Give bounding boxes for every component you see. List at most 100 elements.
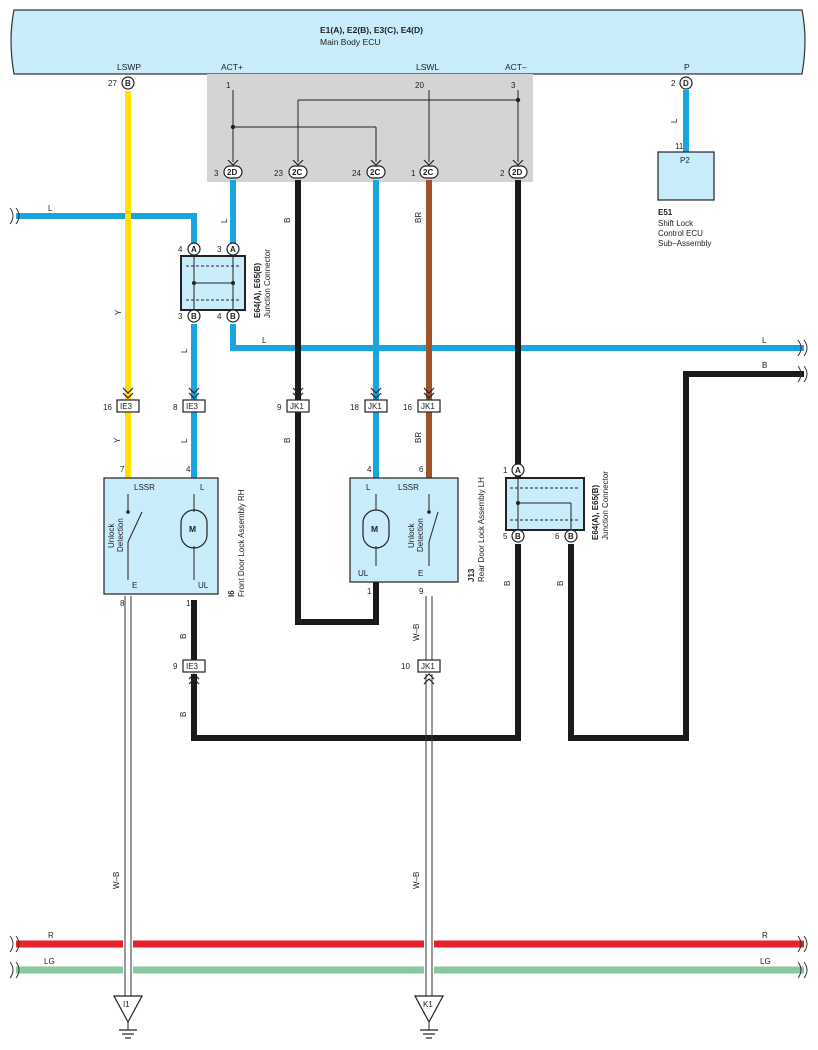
svg-text:23: 23 [274,169,283,178]
svg-text:JK1: JK1 [290,402,304,411]
svg-text:B: B [568,532,574,541]
svg-text:JK1: JK1 [421,662,435,671]
inline-connector-jk1-9: 9 JK1 [277,387,310,413]
terminal-lswl: LSWL [416,62,439,72]
svg-text:W–B: W–B [412,872,421,889]
svg-text:IE3: IE3 [186,662,199,671]
wire-b-right [683,371,804,612]
svg-text:M: M [371,524,378,534]
shift-lock-ecu: 11 P2 E51 Shift Lock Control ECU Sub–Ass… [657,142,715,248]
svg-text:11: 11 [675,142,684,151]
svg-text:D: D [683,79,689,88]
svg-text:UL: UL [358,569,369,578]
inline-connector-ie3-16: 16 IE3 [103,387,140,413]
svg-text:1: 1 [367,587,372,596]
svg-text:R: R [762,931,768,940]
svg-text:P2: P2 [680,156,690,165]
svg-text:4: 4 [367,465,372,474]
svg-text:1: 1 [411,169,416,178]
svg-text:E: E [418,569,423,578]
svg-text:L: L [262,336,267,345]
svg-text:BR: BR [414,432,423,443]
pin-lswl: 20 [415,81,424,90]
svg-text:3: 3 [217,245,222,254]
svg-text:1: 1 [186,599,191,608]
svg-text:4: 4 [178,245,183,254]
pin-act-plus: 1 [226,81,231,90]
svg-text:8: 8 [173,403,178,412]
front-lock-switch-icon [127,494,195,580]
svg-text:BR: BR [414,212,423,223]
svg-text:A: A [191,245,197,254]
rear-door-lock-assembly: 4 6 1 9 L LSSR UL E Unlock Detection M J… [349,465,486,596]
svg-text:IE3: IE3 [186,402,199,411]
rear-lock-code: J13 [467,568,476,582]
svg-text:9: 9 [419,587,424,596]
svg-text:E64(A), E65(B): E64(A), E65(B) [253,263,262,318]
internal-wiring [232,90,519,162]
junction-connector-2: 1 A 5 B 6 B E64(A), E65(B) Junction Conn… [503,463,610,543]
svg-text:B: B [191,312,197,321]
svg-text:3: 3 [214,169,219,178]
svg-text:27: 27 [108,79,117,88]
svg-text:Junction Connector: Junction Connector [601,471,610,540]
terminal-act-minus: ACT– [505,62,527,72]
svg-text:4: 4 [186,465,191,474]
ecu-internal-block [207,74,533,182]
svg-text:2: 2 [500,169,505,178]
svg-text:6: 6 [419,465,424,474]
svg-text:E64(A), E65(B): E64(A), E65(B) [591,485,600,540]
svg-text:B: B [762,361,767,370]
rear-lock-name: Rear Door Lock Assembly LH [477,477,486,582]
bus-pin-2d-2: 2 2D [500,159,528,179]
svg-text:Detection: Detection [416,518,425,552]
svg-text:B: B [179,634,188,639]
svg-text:M: M [189,524,196,534]
svg-text:E: E [132,581,137,590]
svg-text:2: 2 [671,79,676,88]
svg-text:10: 10 [401,662,410,671]
rear-lock-switch-icon [375,494,439,566]
wire-label-y1: Y [114,309,123,315]
svg-text:L: L [762,336,767,345]
wire-b-jc2-6 [568,544,689,741]
ecu-pin-p: 2 D [671,76,693,90]
svg-text:2C: 2C [423,168,433,177]
svg-text:Junction Connector: Junction Connector [263,249,272,318]
svg-text:6: 6 [555,532,560,541]
svg-text:L: L [366,483,371,492]
svg-text:JK1: JK1 [421,402,435,411]
svg-text:B: B [515,532,521,541]
svg-text:LSSR: LSSR [134,483,155,492]
svg-text:2D: 2D [512,168,522,177]
svg-text:L: L [180,438,189,443]
svg-text:8: 8 [120,599,125,608]
svg-text:2C: 2C [370,168,380,177]
inline-connector-jk1-18: 18 JK1 [350,387,388,413]
wire-wb-rear [425,596,433,996]
bus-pin-2c-1: 1 2C [411,159,439,179]
wire-wb-front [124,596,132,996]
junction-connector-1: 4 A 3 A 3 B 4 B E64(A), E65(B) Junction … [178,242,272,323]
svg-text:3: 3 [178,312,183,321]
svg-text:16: 16 [403,403,412,412]
bus-pin-2d-3: 3 2D [214,159,243,179]
front-lock-name: Front Door Lock Assembly RH [237,489,246,597]
wire-l-left [16,213,197,244]
front-door-lock-assembly: 7 4 8 1 LSSR L E UL Unlock Detection M I… [103,465,246,608]
bus-pin-2c-23: 23 2C [274,159,308,179]
main-body-ecu: E1(A), E2(B), E3(C), E4(D) Main Body ECU… [10,9,806,75]
svg-text:B: B [125,79,131,88]
svg-text:L: L [670,118,679,123]
svg-text:1: 1 [503,466,508,475]
inline-connector-jk1-16: 16 JK1 [403,387,441,413]
svg-text:2D: 2D [227,168,237,177]
svg-text:4: 4 [217,312,222,321]
front-lock-code: I6 [227,590,236,597]
svg-text:R: R [48,931,54,940]
svg-text:2C: 2C [292,168,302,177]
svg-text:K1: K1 [423,1000,433,1009]
svg-text:B: B [179,712,188,717]
svg-text:A: A [515,466,521,475]
